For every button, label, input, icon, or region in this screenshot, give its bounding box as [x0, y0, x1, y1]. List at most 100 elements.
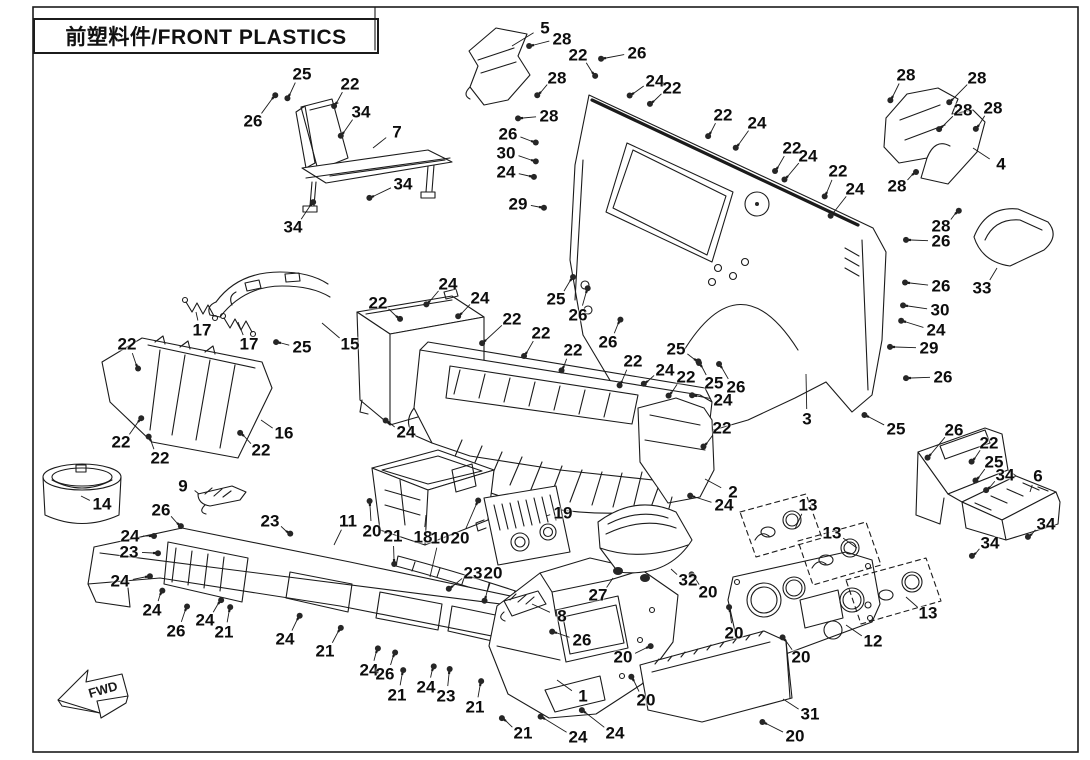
- leader-line: [930, 436, 946, 455]
- fastener-icon: [159, 587, 166, 594]
- fastener-icon: [646, 100, 653, 107]
- leader-line: [520, 136, 532, 142]
- leader-line: [687, 353, 695, 360]
- fastener-icon: [779, 634, 786, 641]
- fastener-icon: [310, 199, 317, 206]
- fastener-icon: [924, 454, 931, 461]
- fastener-icon: [177, 523, 184, 530]
- leader-line: [1029, 484, 1033, 493]
- part-14-shape: [42, 463, 122, 524]
- leader-line: [833, 196, 847, 213]
- leader-line: [696, 395, 711, 399]
- fastener-icon: [237, 429, 244, 436]
- leader-line: [894, 346, 917, 349]
- leader-line: [942, 115, 954, 127]
- leader-line: [978, 115, 986, 126]
- part-27-shape: [613, 567, 650, 582]
- fastener-icon: [391, 560, 398, 567]
- page-title: 前塑料件/FRONT PLASTICS: [65, 26, 347, 49]
- fastener-icon: [626, 92, 633, 99]
- page-border: [32, 6, 1079, 753]
- leader-line: [952, 84, 968, 100]
- leader-line: [226, 611, 230, 623]
- fastener-icon: [534, 92, 541, 99]
- fastener-icon: [640, 380, 647, 387]
- part-33-shape: [973, 208, 1054, 267]
- fastener-icon: [287, 530, 294, 537]
- fastener-icon: [716, 360, 723, 367]
- fastener-icon: [397, 315, 404, 322]
- leader-line: [978, 468, 986, 478]
- fastener-icon: [374, 645, 381, 652]
- part-19-shape: [475, 485, 571, 566]
- fastener-icon: [598, 55, 605, 62]
- leader-line: [910, 239, 929, 242]
- fastener-icon: [700, 443, 707, 450]
- fastener-icon: [558, 367, 565, 374]
- leader-line: [505, 720, 513, 728]
- leader-line: [805, 373, 808, 410]
- leader-line: [782, 698, 799, 710]
- fastener-icon: [983, 487, 990, 494]
- fastener-icon: [913, 169, 920, 176]
- leader-line: [540, 84, 548, 93]
- leader-line: [785, 640, 793, 650]
- fastener-icon: [530, 173, 537, 180]
- leader-line: [280, 342, 290, 346]
- fastener-icon: [628, 673, 635, 680]
- fastener-icon: [151, 533, 157, 539]
- part-9-shape: [197, 485, 247, 515]
- fastener-icon: [481, 597, 488, 604]
- leader-line: [373, 187, 392, 197]
- leader-line: [530, 204, 540, 208]
- fastener-icon: [972, 477, 979, 484]
- fastener-icon: [184, 603, 191, 610]
- leader-line: [621, 369, 628, 382]
- leader-line: [261, 98, 273, 114]
- fastener-icon: [337, 624, 344, 631]
- part-32-shape: [597, 504, 693, 574]
- leader-line: [180, 610, 186, 623]
- leader-line: [424, 514, 427, 528]
- leader-line: [613, 323, 619, 334]
- leader-line: [260, 419, 273, 429]
- leader-line: [989, 480, 996, 488]
- leader-line: [905, 321, 924, 328]
- leader-line: [389, 422, 395, 428]
- fastener-icon: [827, 212, 834, 219]
- fastener-icon: [446, 666, 453, 673]
- fastener-icon: [687, 492, 694, 499]
- fastener-icon: [902, 279, 909, 286]
- fastener-icon: [154, 550, 161, 557]
- leader-line: [212, 603, 219, 613]
- leader-line: [582, 292, 587, 306]
- fastener-icon: [146, 573, 153, 580]
- leader-line: [605, 54, 625, 59]
- fastener-icon: [946, 99, 953, 106]
- fastener-icon: [689, 392, 696, 399]
- fastener-icon: [478, 678, 485, 685]
- fastener-icon: [540, 204, 547, 211]
- leader-line: [511, 32, 534, 47]
- fastener-icon: [696, 360, 702, 366]
- leader-line: [972, 147, 990, 160]
- leader-line: [842, 537, 858, 549]
- fastener-icon: [135, 365, 142, 372]
- leader-line: [974, 450, 981, 459]
- fastener-icon: [821, 193, 828, 200]
- leader-line: [289, 82, 296, 95]
- leader-line: [910, 376, 931, 379]
- leader-line: [738, 130, 749, 145]
- fastener-icon: [665, 392, 672, 399]
- fastener-icon: [726, 604, 733, 611]
- part-31-shape: [639, 630, 793, 723]
- fastener-icon: [526, 43, 533, 50]
- leader-line: [129, 421, 139, 435]
- part-17-springs-shape: [181, 296, 257, 338]
- leader-line: [701, 366, 707, 376]
- fastener-icon: [537, 713, 544, 720]
- leader-line: [518, 173, 530, 177]
- leader-line: [390, 656, 394, 666]
- leader-line: [452, 578, 463, 587]
- leader-line: [671, 384, 678, 393]
